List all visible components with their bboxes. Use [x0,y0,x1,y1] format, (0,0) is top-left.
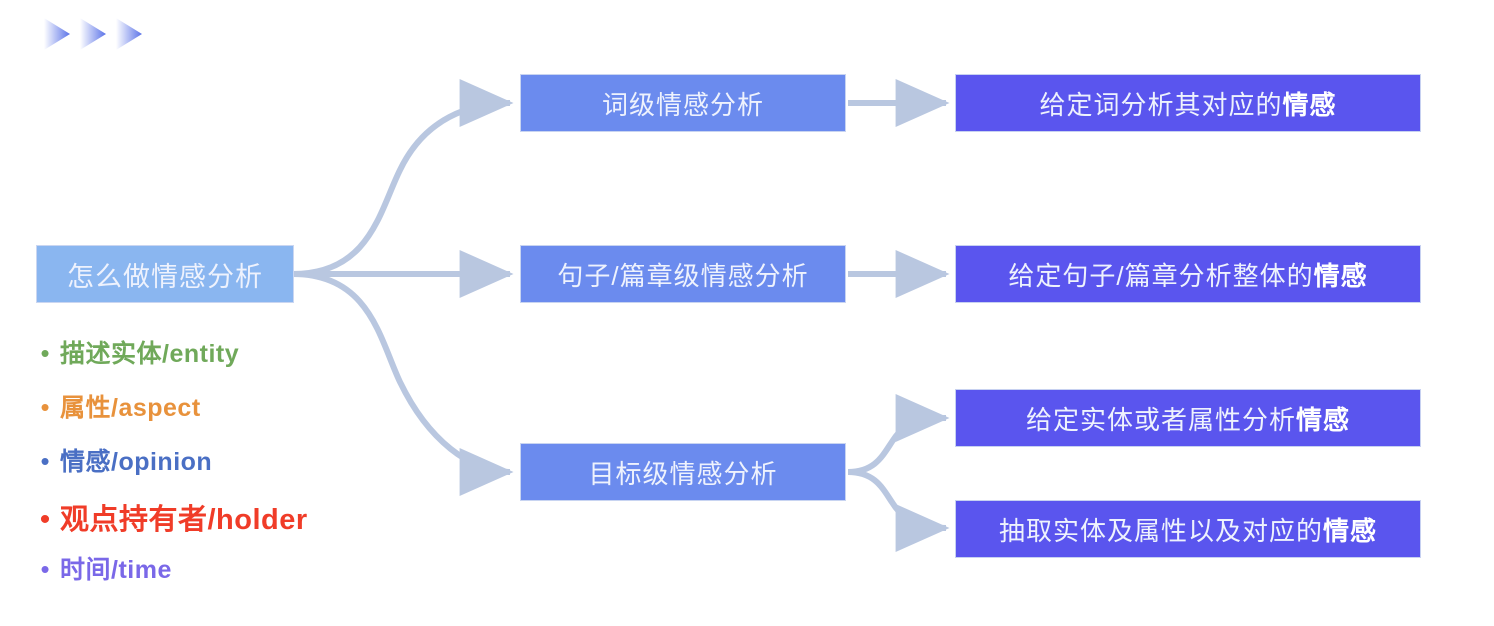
node-leaf-target-level-1[interactable]: 给定实体或者属性分析情感 [955,389,1421,447]
bullet-dot-icon: • [40,446,50,476]
list-item: • 观点持有者/holder [30,496,450,550]
node-mid-sentence-level[interactable]: 句子/篇章级情感分析 [520,245,846,303]
bullet-label-holder: 观点持有者/holder [60,504,308,536]
bullet-dot-icon: • [40,338,50,368]
bullet-label-aspect: 属性/aspect [60,394,201,422]
node-leaf-target-level-2[interactable]: 抽取实体及属性以及对应的情感 [955,500,1421,558]
node-leaf-word-level-label: 给定词分析其对应的情感 [1039,89,1337,120]
node-leaf-sentence-level[interactable]: 给定句子/篇章分析整体的情感 [955,245,1421,303]
list-item: • 属性/aspect [30,388,450,442]
connector-target-to-leaf-2 [847,469,950,552]
node-root[interactable]: 怎么做情感分析 [36,245,294,303]
bullet-label-entity: 描述实体/entity [60,340,240,368]
node-leaf-sentence-level-label: 给定句子/篇章分析整体的情感 [1008,260,1368,291]
triple-chevron-icon [44,18,142,50]
node-mid-sentence-level-label: 句子/篇章级情感分析 [557,260,809,291]
node-mid-word-level[interactable]: 词级情感分析 [520,74,846,132]
connector-root-to-word [292,79,514,277]
node-mid-target-level-label: 目标级情感分析 [588,458,778,489]
bullet-dot-icon: • [40,392,50,422]
node-mid-word-level-label: 词级情感分析 [601,89,764,120]
node-root-label: 怎么做情感分析 [67,261,263,292]
list-item: • 描述实体/entity [30,334,450,388]
node-mid-target-level[interactable]: 目标级情感分析 [520,443,846,501]
node-leaf-word-level[interactable]: 给定词分析其对应的情感 [955,74,1421,132]
list-item: • 情感/opinion [30,442,450,496]
bullet-label-opinion: 情感/opinion [60,448,213,476]
connector-target-to-leaf-1 [847,394,950,475]
list-item: • 时间/time [30,550,450,604]
bullet-dot-icon: • [40,554,50,584]
bullet-label-time: 时间/time [60,556,172,584]
bullet-dot-icon: • [39,503,51,536]
node-leaf-target-level-2-label: 抽取实体及属性以及对应的情感 [998,515,1378,546]
node-leaf-target-level-1-label: 给定实体或者属性分析情感 [1025,404,1351,435]
bullet-list: • 描述实体/entity • 属性/aspect • 情感/opinion •… [30,334,450,604]
